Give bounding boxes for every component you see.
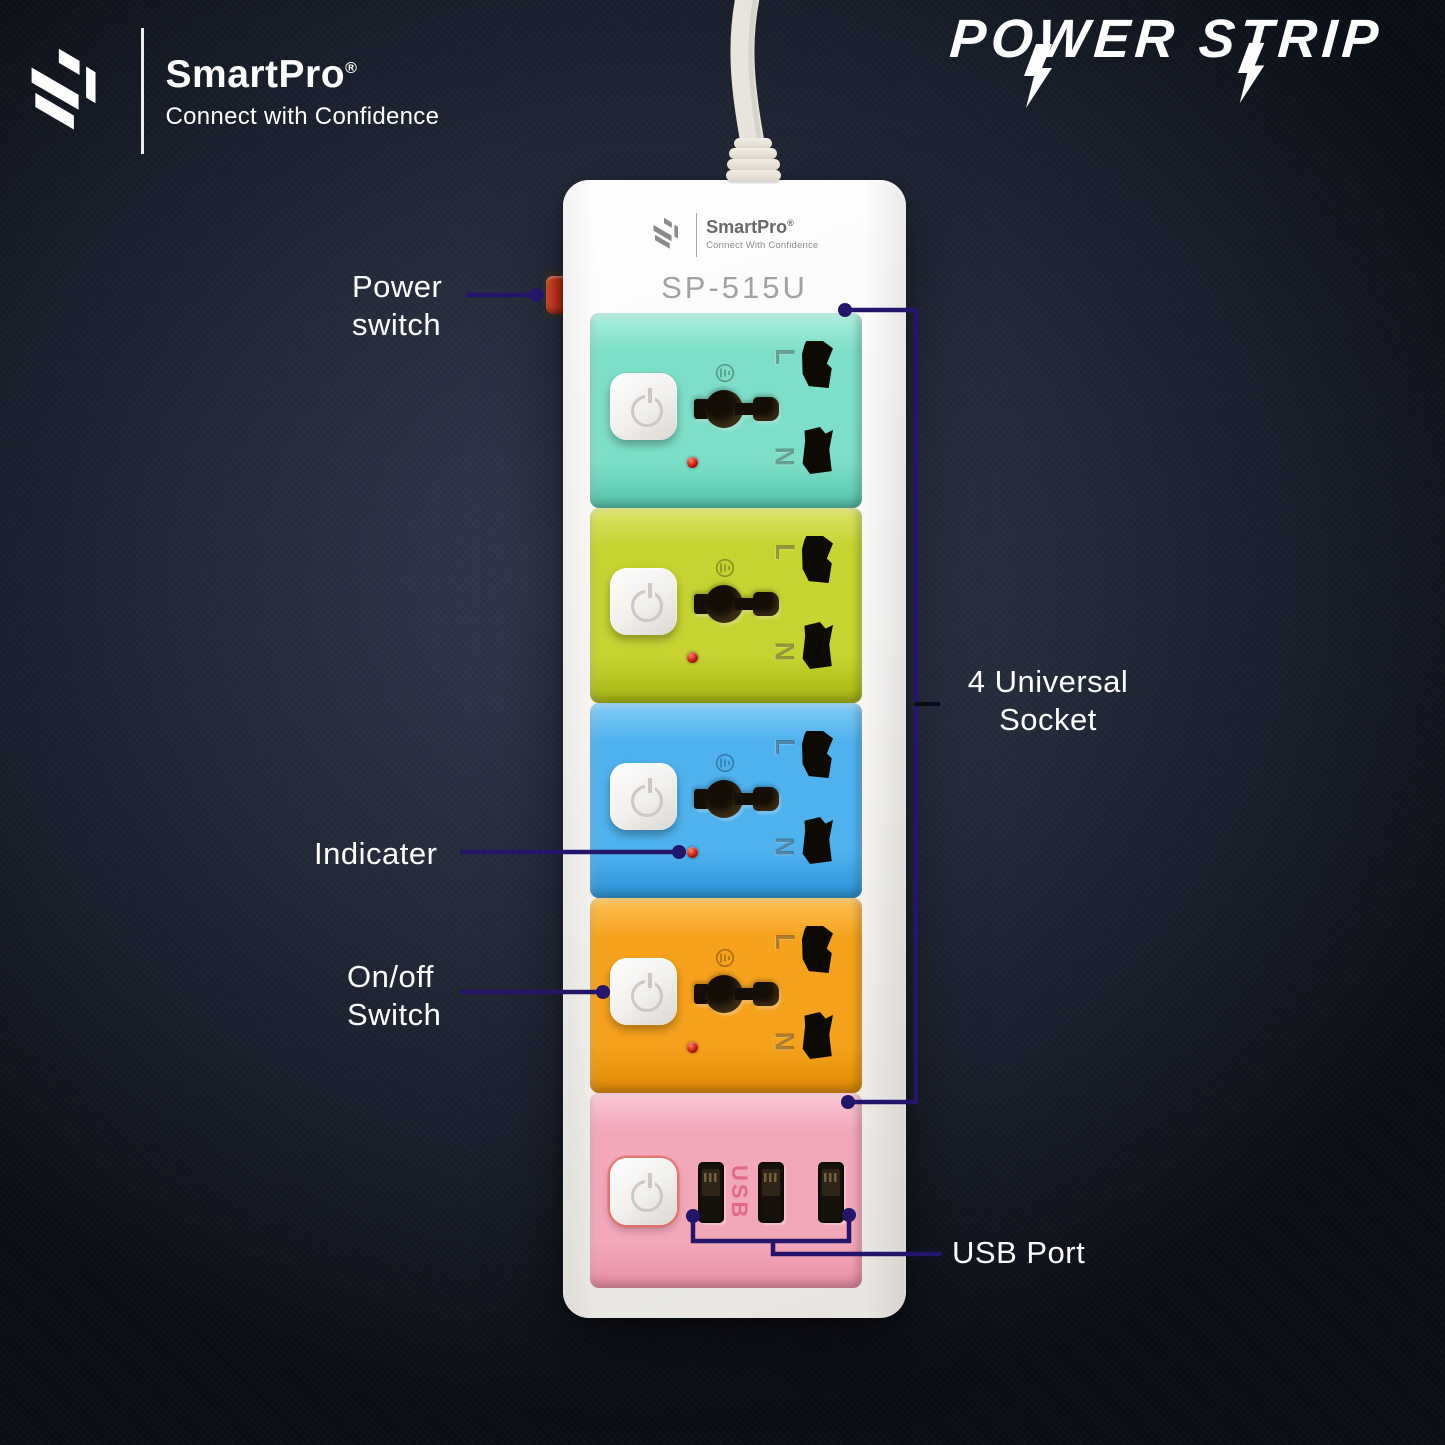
- lightning-bolt-icon: [1237, 42, 1265, 104]
- neutral-slot-hole[interactable]: [802, 817, 833, 864]
- center-socket-hole[interactable]: [694, 975, 779, 1013]
- model-number: SP-515U: [661, 270, 808, 305]
- neutral-slot-hole[interactable]: [802, 1012, 833, 1059]
- socket-modules: L N L N L N: [590, 313, 862, 1288]
- socket-on-off-button[interactable]: [610, 763, 677, 830]
- brand-name: SmartPro®: [165, 53, 358, 96]
- printed-brand-tagline: Connect With Confidence: [706, 240, 819, 251]
- power-icon: [630, 387, 663, 427]
- printed-brand-name: SmartPro®: [706, 217, 794, 237]
- live-terminal-label: L: [769, 933, 800, 950]
- usb-port-3[interactable]: [818, 1162, 844, 1223]
- usb-port-2[interactable]: [758, 1162, 784, 1223]
- indicator-led: [687, 652, 698, 663]
- indicator-led: [687, 1042, 698, 1053]
- power-icon: [630, 972, 663, 1012]
- live-slot-hole[interactable]: [802, 926, 833, 973]
- registered-mark: ®: [345, 60, 358, 77]
- usb-printed-label: USB: [727, 1165, 752, 1221]
- neutral-slot-hole[interactable]: [802, 427, 833, 474]
- annotation-usb-port: USB Port: [952, 1235, 1086, 1270]
- usb-on-off-button[interactable]: [610, 1158, 677, 1225]
- center-socket-hole[interactable]: [694, 780, 779, 818]
- page-title: POWER STRIP: [947, 9, 1386, 69]
- annotation-indicator: Indicater: [314, 836, 438, 871]
- socket-on-off-button[interactable]: [610, 958, 677, 1025]
- live-slot-hole[interactable]: [802, 731, 833, 778]
- power-icon: [630, 777, 663, 817]
- neutral-terminal-label: N: [769, 446, 800, 467]
- annotation-power-switch: Power switch: [352, 269, 443, 342]
- printed-brand-divider: [695, 213, 698, 257]
- power-icon: [630, 1172, 663, 1212]
- live-slot-hole[interactable]: [802, 536, 833, 583]
- socket-module-orange: L N: [590, 898, 862, 1093]
- cord-strain-relief: [725, 138, 781, 181]
- center-socket-hole[interactable]: [694, 390, 779, 428]
- printed-brand-lockup: SmartPro® Connect With Confidence: [563, 213, 906, 257]
- indicator-led: [687, 847, 698, 858]
- annotation-on-off-switch: On/off Switch: [347, 959, 442, 1032]
- usb-port-1[interactable]: [698, 1162, 724, 1223]
- brand-divider: [141, 28, 144, 154]
- power-strip-body: SmartPro® Connect With Confidence SP-515…: [563, 180, 906, 1318]
- socket-module-lime: L N: [590, 508, 862, 703]
- ground-icon: [715, 753, 735, 773]
- live-terminal-label: L: [769, 738, 800, 755]
- socket-on-off-button[interactable]: [610, 568, 677, 635]
- neutral-slot-hole[interactable]: [802, 622, 833, 669]
- power-icon: [630, 582, 663, 622]
- socket-module-teal: L N: [590, 313, 862, 508]
- power-switch[interactable]: [546, 276, 568, 314]
- socket-on-off-button[interactable]: [610, 373, 677, 440]
- center-socket-hole[interactable]: [694, 585, 779, 623]
- usb-module-pink: USB: [590, 1093, 862, 1288]
- indicator-led: [687, 457, 698, 468]
- live-slot-hole[interactable]: [802, 341, 833, 388]
- lightning-bolt-icon: [1024, 44, 1052, 108]
- ground-icon: [715, 948, 735, 968]
- annotation-universal-socket: 4 Universal Socket: [967, 664, 1129, 737]
- neutral-terminal-label: N: [769, 641, 800, 662]
- live-terminal-label: L: [769, 348, 800, 365]
- neutral-terminal-label: N: [769, 836, 800, 857]
- ground-icon: [715, 363, 735, 383]
- ground-icon: [715, 558, 735, 578]
- brand-tagline: Connect with Confidence: [165, 103, 440, 130]
- socket-module-blue: L N: [590, 703, 862, 898]
- live-terminal-label: L: [769, 543, 800, 560]
- smartpro-logo-icon: [31, 48, 96, 130]
- smartpro-logo-icon: [653, 217, 678, 249]
- power-cord: [730, 0, 765, 154]
- neutral-terminal-label: N: [769, 1031, 800, 1052]
- brand-lockup: SmartPro® Connect with Confidence: [25, 26, 439, 154]
